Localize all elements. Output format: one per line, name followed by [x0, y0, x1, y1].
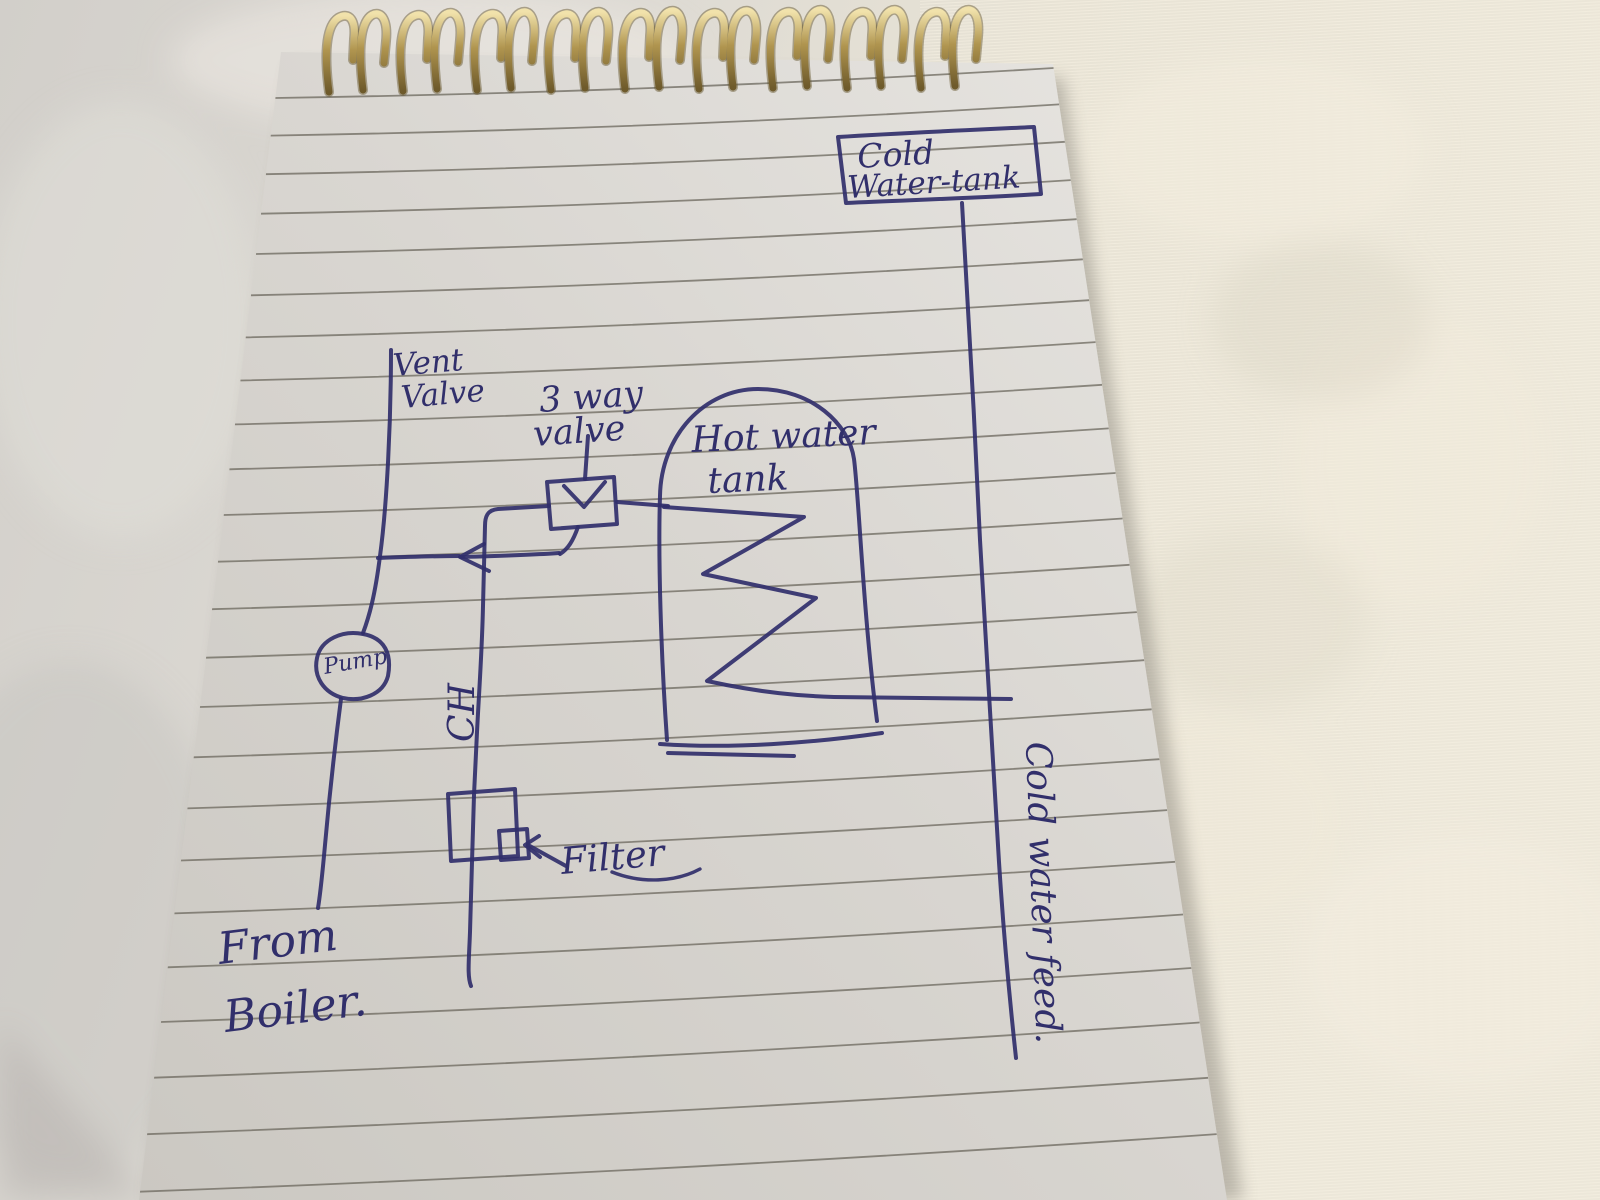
ruled-line — [199, 659, 1145, 708]
ruled-line — [146, 1076, 1209, 1136]
three-way-valve-label-line1: 3 way — [538, 374, 646, 421]
ch-pipe-label: CH — [442, 682, 483, 742]
ruled-line — [275, 67, 1054, 99]
ruled-line — [260, 179, 1071, 215]
cold-water-tank-label-line1: Cold — [856, 132, 935, 176]
ink-labels: Cold Water-tank Vent Valve 3 way valve H… — [214, 132, 1068, 1044]
ruled-line — [167, 913, 1184, 969]
hot-water-tank-label-line2: tank — [707, 458, 790, 502]
vent-valve-label-line2: Valve — [400, 373, 487, 416]
ruled-line — [211, 563, 1130, 611]
valve-bottom-drop — [558, 525, 580, 556]
heating-coil — [662, 505, 1013, 701]
ruled-line — [160, 967, 1192, 1023]
cold-water-feed-pipe — [960, 201, 1018, 1060]
vent-valve-label-line1: Vent — [392, 342, 466, 384]
filter-label: Filter — [558, 831, 668, 883]
valve-arrowhead — [562, 480, 607, 509]
ink-diagram — [314, 125, 1043, 1060]
filter-arrowhead — [523, 834, 542, 859]
tank-bottom-line — [658, 731, 884, 748]
valve-arrow-shaft — [583, 434, 590, 481]
flow-arrowhead — [458, 542, 491, 573]
ruled-line — [234, 383, 1103, 426]
ruled-line — [255, 218, 1077, 255]
pump-circle — [314, 631, 391, 701]
three-way-valve-label-line2: valve — [532, 409, 627, 455]
bypass-pipe-right — [459, 551, 561, 559]
vent-pipe — [361, 348, 393, 635]
filter-arrow-line — [526, 843, 568, 868]
ruled-line — [265, 140, 1065, 176]
three-way-valve-box — [545, 475, 619, 531]
hot-water-tank-outline — [657, 387, 879, 742]
filter-label-flourish — [610, 867, 702, 882]
bypass-pipe-left — [376, 554, 461, 560]
tank-bottom-line-2 — [666, 751, 796, 758]
hot-water-tank-label-line1: Hot water — [690, 412, 879, 461]
ruled-line — [223, 472, 1116, 516]
pump-outlet-pipe — [316, 697, 343, 910]
notebook-page — [139, 52, 1227, 1200]
ruled-line — [139, 1133, 1217, 1193]
ruled-line — [250, 258, 1083, 297]
ruled-line — [205, 611, 1137, 659]
ruled-line — [270, 103, 1060, 137]
ruled-line — [217, 517, 1123, 563]
ruled-line — [153, 1021, 1200, 1079]
filter-inner-box — [497, 827, 531, 862]
cold-water-tank-box — [836, 125, 1043, 205]
ruled-line — [174, 860, 1176, 915]
ch-pipe — [466, 504, 551, 988]
filter-box — [446, 787, 520, 863]
